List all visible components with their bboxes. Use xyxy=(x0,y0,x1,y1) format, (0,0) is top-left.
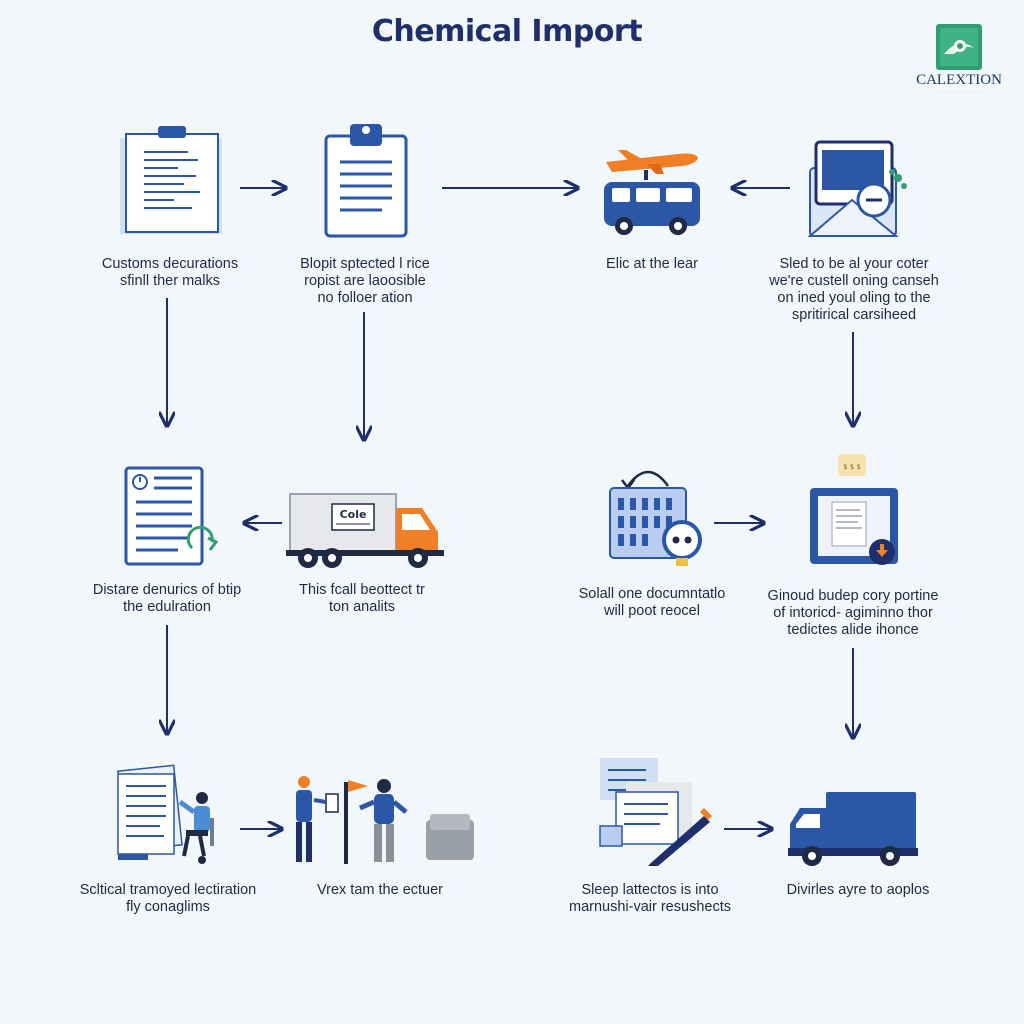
form-document-icon xyxy=(124,466,219,566)
step-10-label: Vrex tam the ectuer xyxy=(317,882,443,898)
step-2-label: Blopit sptected l rice ropist are laoosi… xyxy=(300,256,430,306)
plane-and-van-icon xyxy=(604,150,700,235)
fuel-sign-label: $ $ $ xyxy=(843,463,861,471)
step-7-label: Solall one documntatlo will poot reocel xyxy=(578,586,726,619)
logo-text: CALEXTION xyxy=(916,72,1002,88)
step-8-label: Ginoud budep cory portine of intoricd- a… xyxy=(767,588,939,638)
monitor-download-icon: $ $ $ xyxy=(810,454,898,565)
step-1-label: Customs decurations sfinll ther malks xyxy=(101,256,239,289)
document-envelope-icon xyxy=(807,140,907,237)
logo-mark-icon xyxy=(936,24,982,70)
clipboard-document-icon xyxy=(120,126,222,234)
checklist-clipboard-icon xyxy=(324,124,408,238)
step-3-label: Elic at the lear xyxy=(606,256,698,272)
step-9-label: Scltical tramoyed lectiration fly conagl… xyxy=(79,882,257,915)
logo: CALEXTION · · · · · · · · · · · · xyxy=(904,24,1014,104)
truck-icon: Cole xyxy=(286,493,444,568)
documents-pen-icon xyxy=(599,758,712,866)
delivery-truck-icon xyxy=(788,792,918,866)
step-4-label: Sled to be al your coter we're custell o… xyxy=(769,256,939,323)
step-11-label: Sleep lattectos is into marnushi-vair re… xyxy=(569,882,731,915)
logo-tagline: · · · · · · · · · · · · xyxy=(935,90,983,96)
team-handover-icon xyxy=(296,776,474,864)
step-12-label: Divirles ayre to aoplos xyxy=(786,882,930,898)
step-6-label: This fcall beottect tr ton analits xyxy=(299,582,425,615)
truck-sign-label: Cole xyxy=(340,508,367,521)
page-title: Chemical Import xyxy=(371,14,643,49)
calendar-inspection-icon xyxy=(609,470,702,566)
step-5-label: Distare denurics of btip the edulration xyxy=(92,582,242,615)
worker-documents-icon xyxy=(117,764,214,864)
